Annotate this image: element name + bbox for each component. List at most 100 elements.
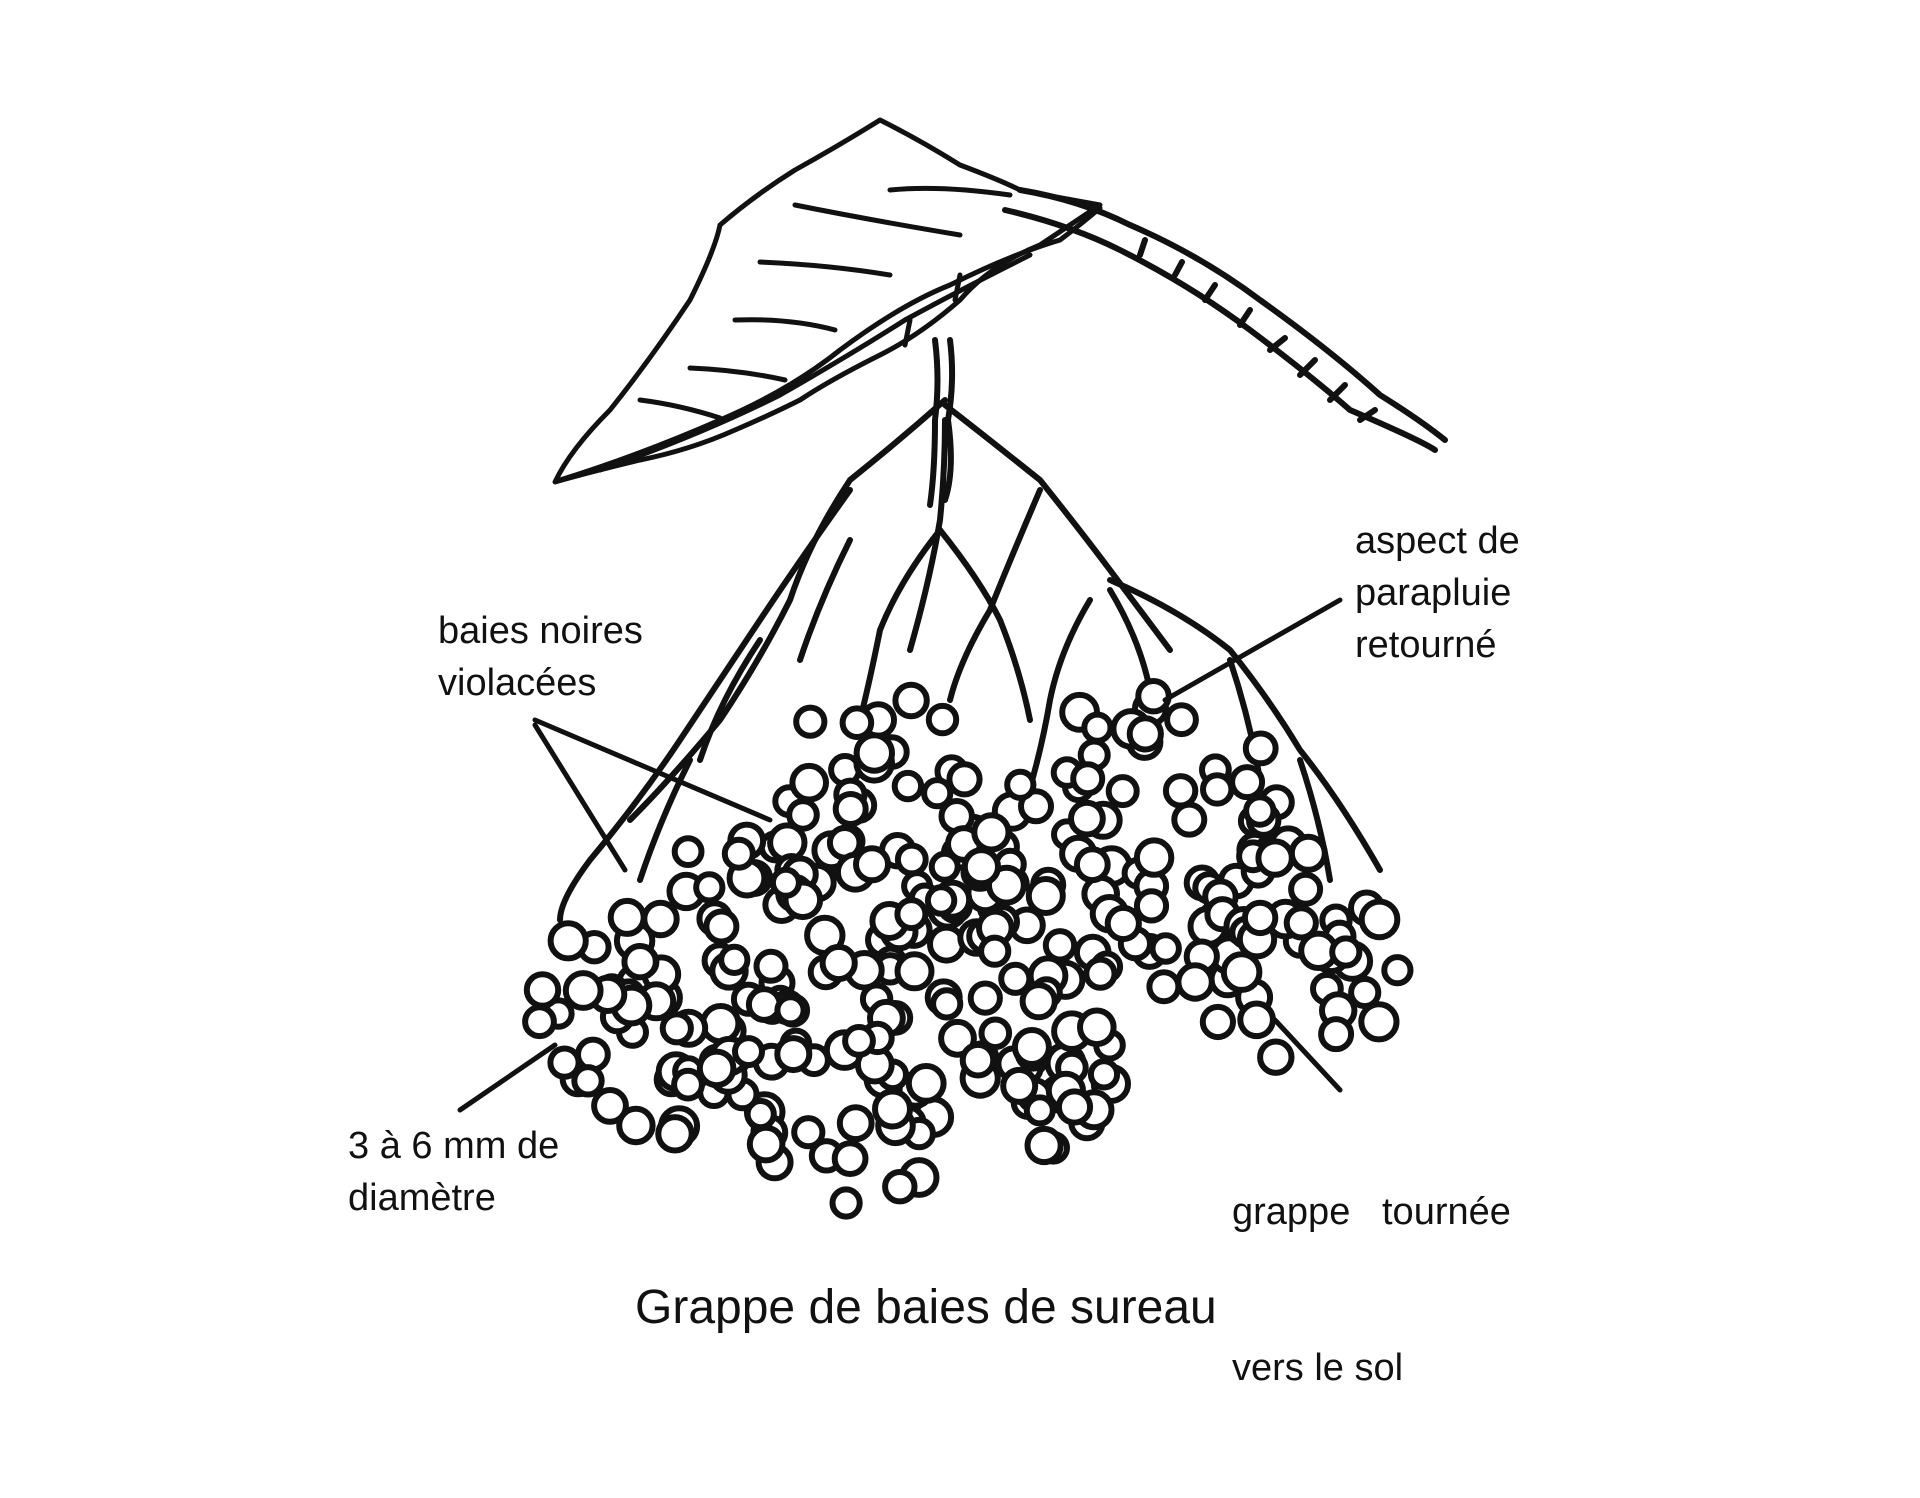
label-diameter-line1: 3 à 6 mm de [348, 1125, 560, 1167]
berry [842, 1024, 876, 1058]
berry [1073, 846, 1111, 884]
berry [894, 951, 935, 992]
berry [571, 1064, 605, 1098]
leader-berries-1 [532, 717, 773, 823]
berry [1220, 951, 1263, 993]
berry [1126, 715, 1164, 753]
berry [946, 761, 983, 798]
berry [971, 812, 1012, 853]
berry [832, 791, 869, 827]
berry [1004, 768, 1037, 801]
berry [1105, 774, 1140, 809]
berry [607, 897, 647, 937]
berry [872, 1088, 913, 1130]
berry [1025, 876, 1066, 916]
berry [703, 908, 740, 945]
berry [791, 1115, 826, 1150]
berry [882, 1169, 918, 1205]
berry [655, 1114, 695, 1154]
berry [793, 704, 828, 739]
berry [1329, 935, 1363, 969]
berry [1083, 956, 1118, 991]
berry [928, 850, 961, 883]
berry [1358, 898, 1401, 941]
berry [671, 1067, 705, 1102]
berry [1087, 1058, 1121, 1091]
berry [961, 847, 1002, 887]
berry [1011, 1027, 1052, 1067]
berry [1081, 711, 1114, 744]
berry [1358, 1001, 1400, 1043]
berry [746, 1124, 786, 1164]
berry [1070, 761, 1106, 797]
berry [1171, 801, 1208, 838]
berry [621, 943, 659, 981]
berry [905, 1063, 947, 1104]
berry [547, 1045, 582, 1080]
berry [1149, 932, 1182, 965]
berry [700, 1003, 742, 1045]
berry [930, 987, 964, 1021]
berry [938, 1018, 977, 1058]
leader-lines [457, 597, 1343, 1113]
berry [1381, 954, 1414, 987]
berry [1242, 730, 1279, 767]
berry [894, 897, 929, 932]
elderberry-drawing [457, 117, 1448, 1220]
berry [1000, 1066, 1039, 1105]
berry [1288, 833, 1328, 873]
berry [718, 943, 751, 977]
berry [998, 961, 1033, 996]
berry [1229, 764, 1266, 801]
label-umbrella-line2: parapluie [1355, 572, 1512, 614]
berry [769, 866, 802, 899]
berry [1175, 962, 1215, 1002]
berry [853, 732, 895, 774]
berry [831, 1140, 869, 1177]
berry [894, 842, 929, 877]
berry [836, 1104, 875, 1143]
berry [1283, 905, 1319, 941]
berry [591, 1087, 629, 1125]
berry [978, 934, 1012, 968]
label-cluster: grappe tournée vers le sol [1232, 1082, 1511, 1498]
label-berries-line2: violacées [438, 662, 597, 704]
label-diameter: 3 à 6 mm de diamètre [348, 1120, 559, 1224]
berry [1164, 702, 1199, 738]
berry [523, 971, 562, 1009]
berry [1288, 871, 1324, 907]
berry [641, 899, 680, 939]
label-berries: baies noires violacées [438, 605, 643, 709]
label-berries-line1: baies noires [438, 610, 643, 652]
berry [753, 948, 789, 984]
berry [1018, 788, 1054, 825]
berry [925, 702, 960, 737]
berry [671, 835, 705, 868]
berry [693, 871, 726, 904]
berry [721, 836, 756, 871]
leader-diameter [457, 1042, 558, 1113]
berry [1019, 982, 1058, 1021]
berry [1243, 794, 1277, 828]
berry [1146, 969, 1182, 1005]
berry-cluster-icon [522, 678, 1414, 1220]
label-umbrella-line3: retourné [1355, 624, 1497, 666]
leader-berries-2 [532, 722, 628, 873]
leader-umbrella [1162, 597, 1343, 703]
berry [1135, 678, 1172, 715]
berry [1024, 1125, 1064, 1166]
berry [967, 980, 1003, 1016]
berry [1241, 899, 1279, 937]
berry [1318, 1016, 1355, 1053]
label-diameter-line2: diamètre [348, 1177, 496, 1219]
berry [522, 1004, 557, 1040]
berry [696, 1048, 737, 1089]
berry [1068, 799, 1106, 838]
berry [1042, 928, 1078, 963]
berry [774, 1035, 813, 1074]
berry [959, 1041, 997, 1079]
berry [1104, 904, 1142, 943]
berry [1133, 888, 1170, 924]
diagram-canvas: aspect de parapluie retourné baies noire… [348, 117, 1520, 1389]
leader-cluster [1272, 1017, 1343, 1093]
